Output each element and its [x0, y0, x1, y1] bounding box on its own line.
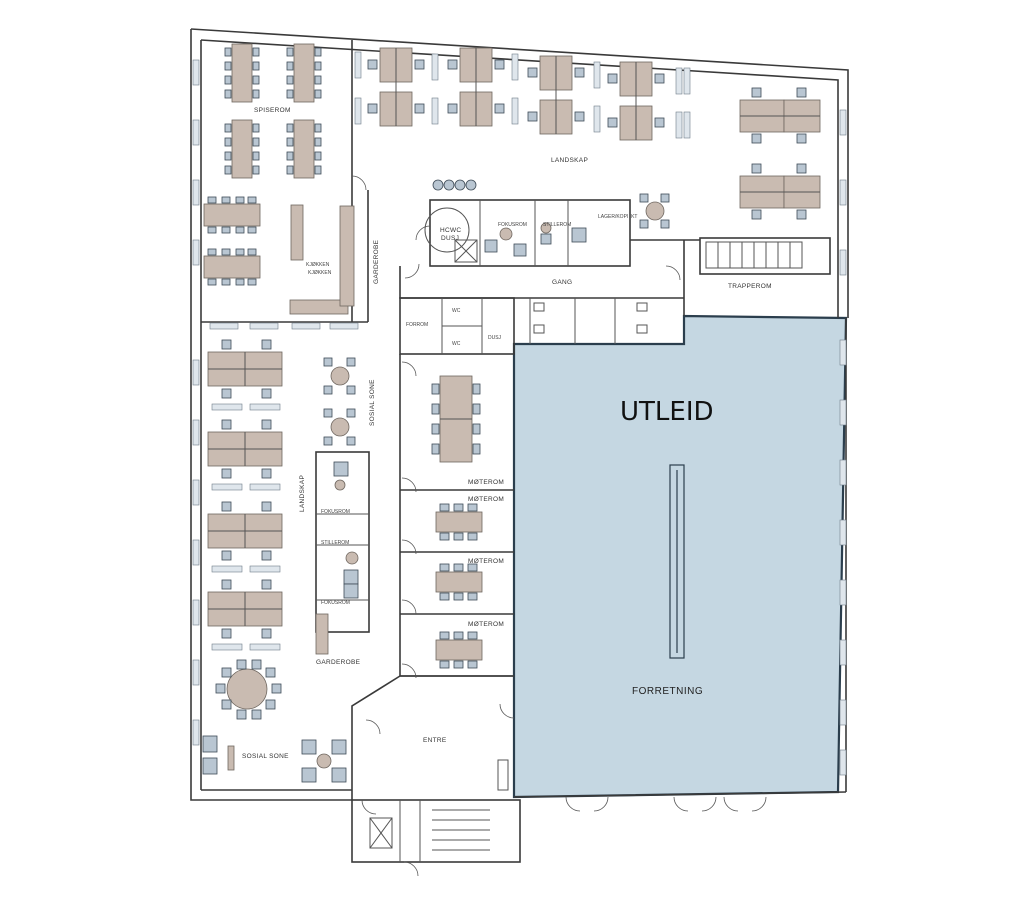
label-moterom-2: MØTEROM [468, 496, 504, 503]
label-sosial-sone-mid: SOSIAL SONE [369, 379, 376, 426]
focus-room-furniture [315, 461, 359, 655]
meeting-tables [431, 375, 483, 669]
label-garderobe-top: GARDEROBE [373, 239, 380, 284]
label-gang: GANG [552, 279, 572, 286]
label-kjokken-sub: KJØKKEN [308, 270, 332, 276]
label-wc-b: WC [452, 341, 461, 347]
label-stillerom: STILLEROM [543, 222, 571, 228]
outer-walls [190, 28, 849, 801]
label-spiserom: SPISEROM [254, 107, 291, 114]
label-fokusrom-c: FOKUSROM [321, 600, 350, 606]
rental-status-label: UTLEID [620, 397, 714, 427]
label-forrom: FORROM [406, 322, 428, 328]
label-trapperom: TRAPPEROM [728, 283, 772, 290]
wc-fixtures [497, 302, 648, 791]
label-moterom-4: MØTEROM [468, 621, 504, 628]
social-zone-bottom [202, 735, 347, 783]
label-landskap-top: LANDSKAP [551, 157, 588, 164]
label-garderobe-bottom: GARDEROBE [316, 659, 361, 666]
doors [351, 175, 767, 877]
stairs-bottom [369, 809, 490, 851]
label-fokusrom-a: FOKUSROM [498, 222, 527, 228]
room-labels: SPISEROM KJØKKEN KJØKKEN GARDEROBE LANDS… [242, 107, 772, 760]
rental-area-label: FORRETNING [632, 686, 703, 697]
windows [192, 59, 847, 776]
label-lager-ikt: LAGER/KOPI IKT [598, 214, 637, 220]
label-dusj-top: DUSJ [441, 235, 459, 242]
top-workstations [367, 47, 821, 220]
stairs-top [705, 241, 803, 269]
label-dusj-mid: DUSJ [488, 335, 502, 341]
toilet-block-top [424, 179, 587, 263]
window-benches [209, 51, 362, 330]
left-workstations [207, 339, 283, 651]
social-zone-tables [323, 357, 356, 446]
label-sosial-sone-bottom: SOSIAL SONE [242, 753, 289, 760]
label-entre: ENTRE [423, 737, 447, 744]
dining-chairs [207, 47, 322, 286]
round-table-top [639, 193, 670, 229]
dining-tables [203, 43, 355, 315]
rented-area[interactable] [512, 314, 848, 799]
label-hcwc: HCWC [440, 227, 461, 234]
display-stand [669, 464, 685, 659]
round-table-large [215, 659, 282, 720]
label-fokusrom-b: FOKUSROM [321, 509, 350, 515]
label-wc-a: WC [452, 308, 461, 314]
label-moterom-1: MØTEROM [468, 479, 504, 486]
label-kjokken: KJØKKEN [306, 262, 330, 268]
label-stillerom-b: STILLEROM [321, 540, 349, 546]
label-landskap-left: LANDSKAP [299, 475, 306, 512]
interior-walls [201, 40, 831, 863]
label-moterom-3: MØTEROM [468, 558, 504, 565]
